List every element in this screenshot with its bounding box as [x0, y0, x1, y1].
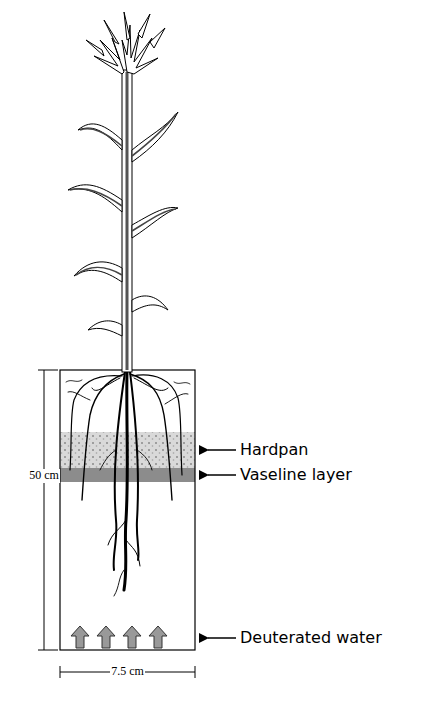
dimension-label: 7.5 cm	[110, 665, 145, 678]
water-arrows	[71, 626, 167, 648]
leader-arrow	[208, 450, 236, 638]
dimension-label: 50 cm	[28, 469, 60, 482]
corn-plant	[68, 12, 178, 372]
layer-label: Deuterated water	[240, 629, 382, 647]
roots	[66, 372, 190, 596]
layer-label: Vaseline layer	[240, 466, 352, 484]
dimension-line	[38, 370, 195, 678]
layer-label: Hardpan	[240, 441, 308, 459]
soil-column	[60, 370, 195, 650]
